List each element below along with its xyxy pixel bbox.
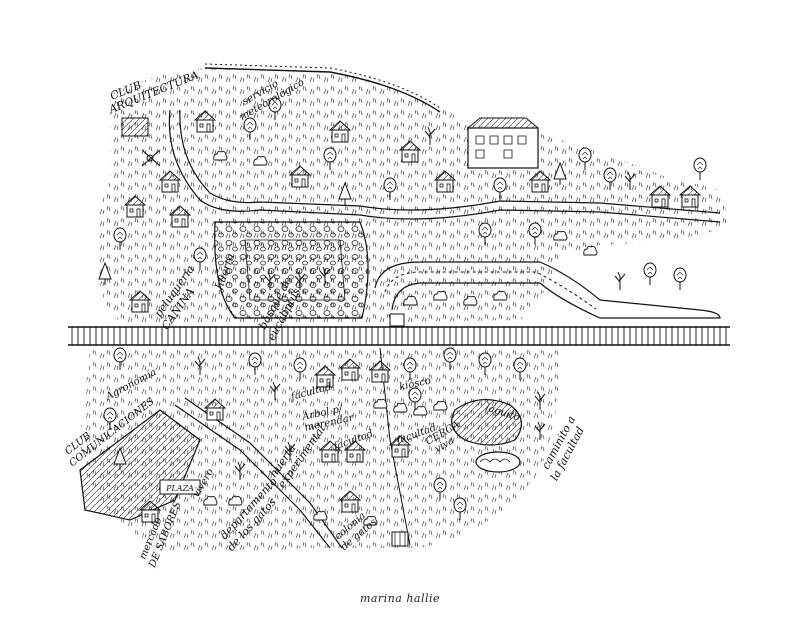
- artist-signature: marina hallie: [359, 592, 441, 605]
- pond-small: [475, 451, 521, 473]
- tennis-court: [121, 117, 161, 167]
- label-plaza: PLAZA: [165, 484, 194, 493]
- diagonal-road: [174, 404, 331, 549]
- track-loop: [374, 261, 721, 319]
- road-upper: [168, 109, 721, 223]
- laguito-pond: [451, 399, 522, 446]
- railway: [68, 313, 730, 346]
- upper-large-building: [467, 117, 539, 169]
- upper-zone: [96, 63, 730, 322]
- lower-zone: [79, 347, 560, 554]
- top-fence: [204, 67, 441, 113]
